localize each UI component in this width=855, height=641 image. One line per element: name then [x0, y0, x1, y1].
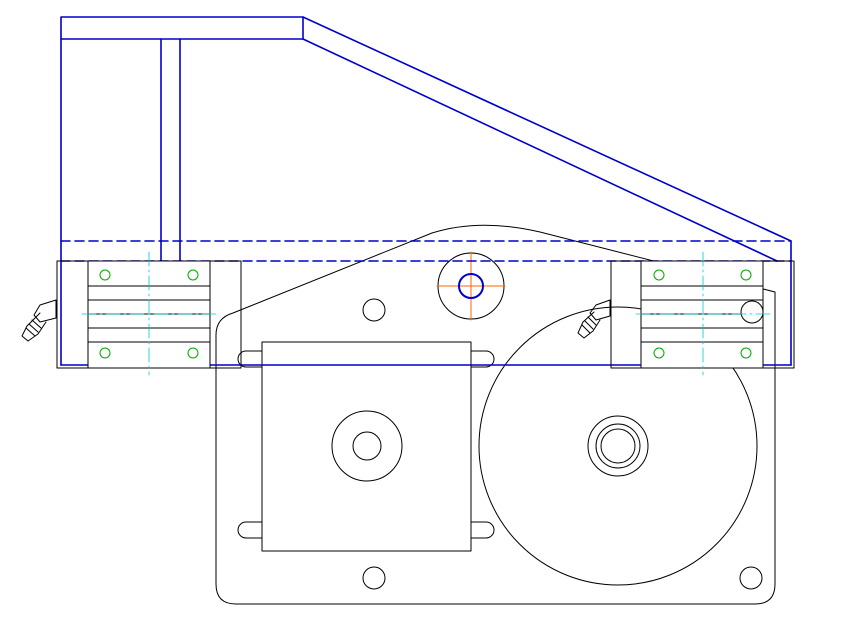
- mounting-hole-bottom-left: [362, 566, 386, 590]
- bolt-icon: [187, 269, 199, 281]
- shaft-bore: [458, 273, 484, 299]
- grease-fitting-right: [577, 299, 611, 339]
- pulley-rim: [478, 306, 758, 586]
- pulley-hub-outer: [587, 415, 649, 477]
- base-plate-outline: [215, 224, 776, 605]
- motor-shaft: [352, 431, 382, 461]
- bearing-left-centerlines: [81, 251, 219, 376]
- bearing-right-centerlines: [635, 251, 771, 376]
- bolt-icon: [653, 269, 665, 281]
- bolt-icon: [740, 347, 752, 359]
- bolt-icon: [740, 269, 752, 281]
- bracket-gusset-lower-edge: [302, 38, 778, 262]
- bolt-icon: [187, 347, 199, 359]
- large-pulley: [478, 306, 758, 586]
- mounting-hole-right-overlay: [740, 300, 764, 324]
- shaft-center-mark: [436, 251, 506, 321]
- bolt-icon: [99, 347, 111, 359]
- motor-body: [261, 341, 472, 552]
- bearing-end-cap-right: [209, 260, 242, 369]
- bolt-icon: [653, 347, 665, 359]
- mounting-hole-bottom-right: [739, 566, 763, 590]
- grease-fitting-left: [21, 299, 57, 342]
- motor-boss: [331, 410, 403, 482]
- bearing-block-right: [610, 260, 795, 369]
- mounting-hole-top: [362, 298, 386, 322]
- pulley-hub-inner: [600, 428, 636, 464]
- bolt-icon: [99, 269, 111, 281]
- motor-block: [261, 341, 472, 552]
- bearing-end-cap-right: [762, 260, 795, 369]
- pulley-hub-mid: [595, 423, 641, 469]
